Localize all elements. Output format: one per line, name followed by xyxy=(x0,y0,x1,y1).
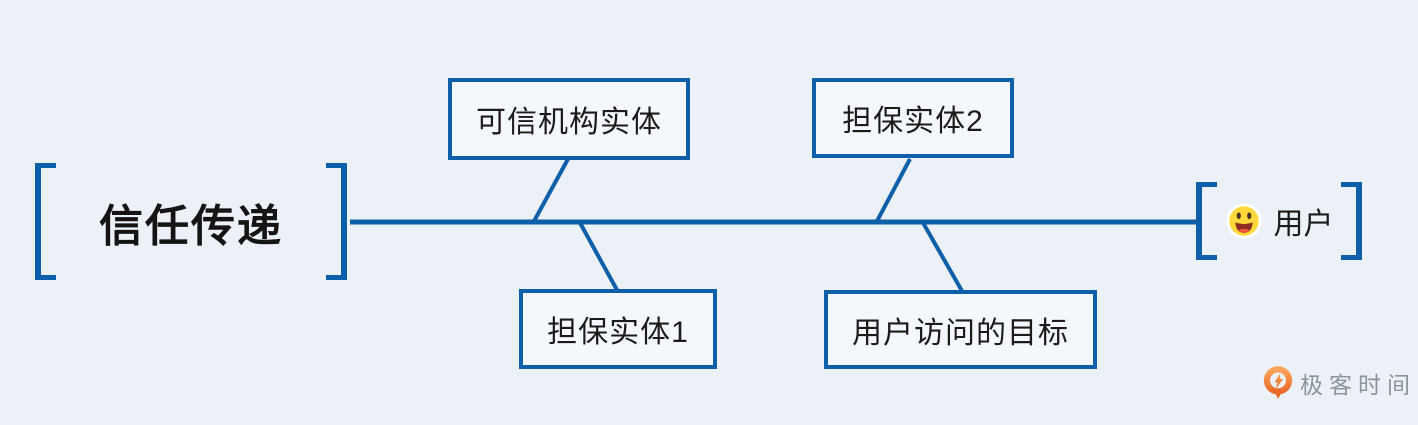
branch-line-guarantor-1 xyxy=(577,220,619,291)
right-bracket-shape xyxy=(326,163,347,280)
node-box-guarantor-2: 担保实体2 xyxy=(812,78,1014,158)
branch-line-access-target xyxy=(920,220,964,292)
node-label: 担保实体1 xyxy=(547,316,689,349)
node-box-guarantor-1: 担保实体1 xyxy=(519,289,717,369)
node-box-trusted-authority: 可信机构实体 xyxy=(448,78,690,160)
root-node: 信任传递 xyxy=(35,163,347,280)
geektime-logo-icon xyxy=(1263,366,1293,399)
node-label: 用户访问的目标 xyxy=(852,316,1069,350)
user-node: 用户 xyxy=(1196,182,1362,260)
node-box-access-target: 用户访问的目标 xyxy=(824,290,1097,369)
user-label: 用户 xyxy=(1273,208,1334,241)
root-label: 信任传递 xyxy=(99,201,283,251)
branch-line-guarantor-2 xyxy=(874,158,912,224)
smiley-emoji-icon xyxy=(1225,203,1262,239)
brand-watermark: 极客时间 xyxy=(1263,366,1416,400)
right-bracket-shape xyxy=(1341,182,1362,260)
node-label: 担保实体2 xyxy=(842,105,984,138)
node-label: 可信机构实体 xyxy=(476,106,662,139)
branch-line-trusted-authority xyxy=(531,158,570,224)
brand-name: 极客时间 xyxy=(1300,372,1416,398)
user-node-content: 用户 xyxy=(1217,182,1341,260)
left-bracket-shape xyxy=(35,163,56,280)
left-bracket-shape xyxy=(1196,182,1217,260)
